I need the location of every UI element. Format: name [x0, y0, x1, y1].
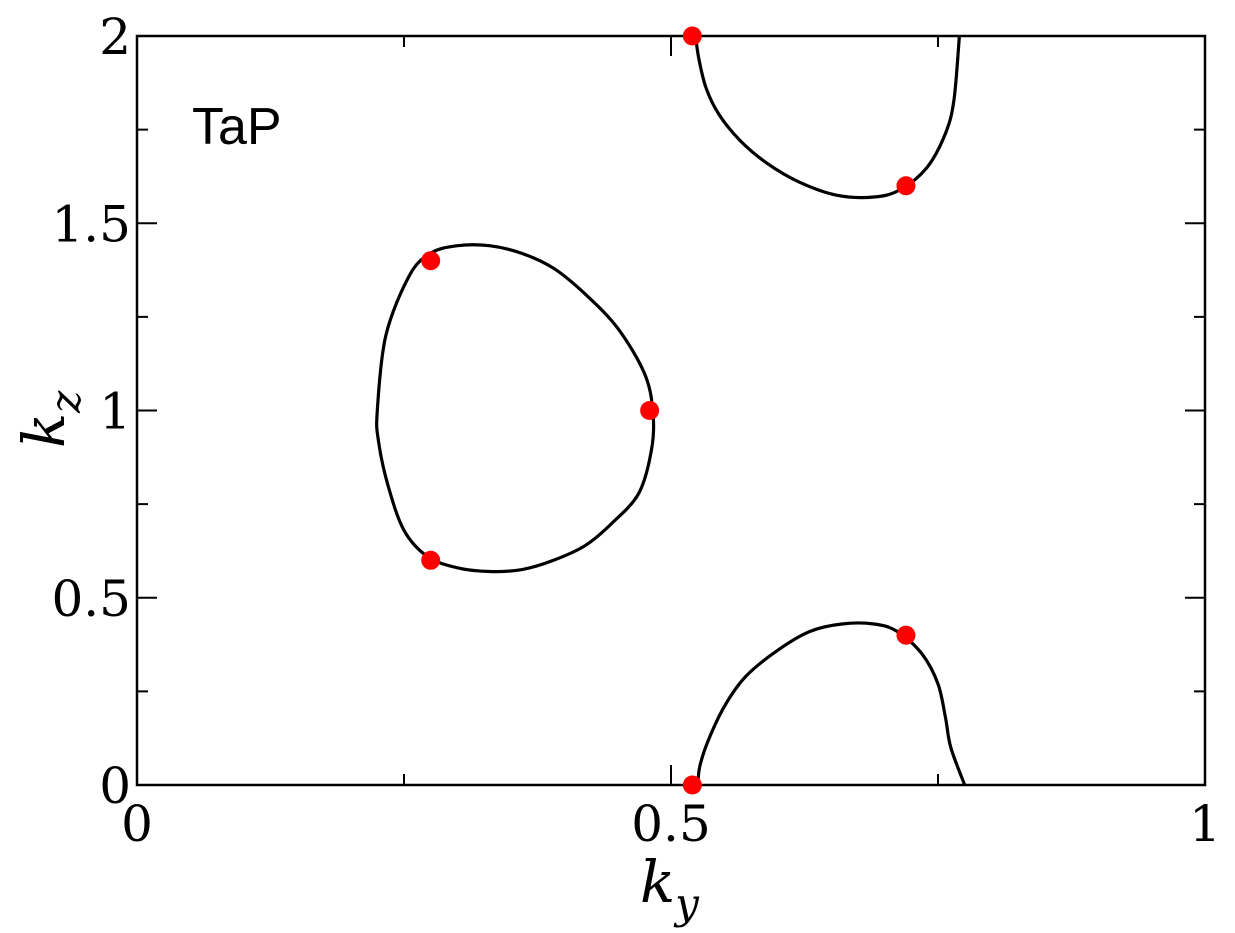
x-axis-label: ky [640, 848, 700, 928]
contour-line-2 [696, 621, 967, 786]
tick-label-layer: 0 0.5 1 0 0.5 1 1.5 2 [51, 8, 1220, 853]
y-tick-label: 1.5 [51, 195, 131, 253]
x-axis-label-main: k [640, 848, 675, 916]
x-tick-label: 0 [121, 795, 153, 853]
y-axis-label: kz [10, 390, 90, 448]
y-tick-label: 2 [99, 8, 131, 66]
y-tick-label: 0.5 [51, 570, 131, 628]
red-point [640, 401, 660, 420]
y-tick-label: 0 [99, 757, 131, 815]
y-axis-label-sub: z [41, 390, 90, 414]
contour-line-3 [694, 35, 961, 200]
panel-label: TaP [192, 98, 282, 156]
x-tick-label: 0.5 [631, 795, 711, 853]
plot-frame [135, 34, 1207, 787]
red-point [682, 26, 702, 46]
red-point [421, 251, 441, 271]
y-tick-label: 1 [99, 383, 131, 441]
curve-layer [375, 35, 967, 786]
y-axis-label-main: k [10, 413, 78, 448]
tick-layer [136, 35, 1206, 786]
red-point [421, 550, 441, 570]
x-axis-label-sub: y [673, 879, 700, 928]
red-point [896, 625, 916, 645]
x-tick-label: 1 [1189, 795, 1221, 853]
contour-line-1 [375, 243, 656, 574]
red-point [682, 775, 702, 795]
point-layer [421, 26, 916, 795]
red-point [896, 176, 916, 196]
